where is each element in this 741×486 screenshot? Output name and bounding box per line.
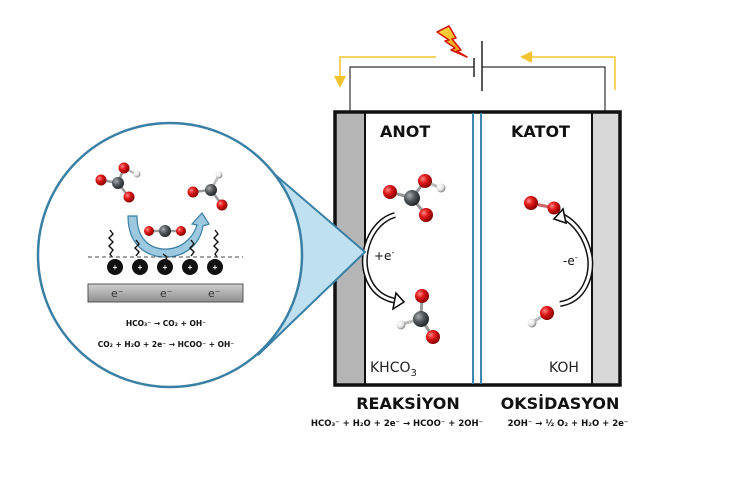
reaction-equation: HCO₃⁻ + H₂O + 2e⁻ → HCOO⁻ + 2OH⁻ <box>311 419 483 429</box>
callout-electron-label: e⁻ <box>208 287 221 300</box>
carbon-atom <box>413 311 429 327</box>
callout-bicarbonate-molecule <box>95 162 141 203</box>
svg-text:+: + <box>163 263 168 272</box>
oxygen-atom <box>547 201 561 215</box>
hydroxide-molecule <box>527 306 554 328</box>
carbon-atom <box>159 225 171 237</box>
oxygen-molecule <box>524 196 561 215</box>
oxygen-atom <box>415 289 429 303</box>
cathode-electrolyte-label: KOH <box>549 360 579 376</box>
oxygen-atom <box>123 191 135 203</box>
oxygen-atom <box>383 185 397 199</box>
cation-icon: + <box>107 259 123 275</box>
callout-equation-2: CO₂ + H₂O + 2e⁻ → HCOO⁻ + OH⁻ <box>98 340 235 349</box>
hydrogen-atom <box>396 320 406 330</box>
current-arrow-right <box>520 51 616 90</box>
cation-icon: + <box>132 259 148 275</box>
formate-molecule <box>396 289 440 344</box>
callout-curved-arrow <box>127 212 210 258</box>
cation-icon: + <box>157 259 173 275</box>
lightning-bolt-icon <box>436 25 468 58</box>
oxygen-atom <box>176 226 186 236</box>
svg-text:+: + <box>188 263 193 272</box>
hydrogen-atom <box>436 183 446 193</box>
callout-electron-label: e⁻ <box>111 287 124 300</box>
carbon-atom <box>205 184 217 196</box>
external-circuit <box>334 25 616 111</box>
oxygen-atom <box>524 196 538 210</box>
circuit-wire-left <box>349 66 474 111</box>
reaction-title: REAKSİYON <box>356 394 460 413</box>
oxygen-atom <box>118 162 130 174</box>
cation-icon: + <box>182 259 198 275</box>
callout-equation-1: HCO₃⁻ → CO₂ + OH⁻ <box>126 319 206 328</box>
cathode-label: KATOT <box>511 122 570 141</box>
oxygen-atom <box>419 208 433 222</box>
anode-electrolyte-label: KHCO3 <box>370 360 417 379</box>
oxygen-atom <box>418 174 432 188</box>
callout-co2-molecule <box>144 225 186 237</box>
callout-electrode-bar <box>87 283 244 303</box>
cathode-electron-arrow <box>552 207 594 307</box>
cation-icon: + <box>207 259 223 275</box>
svg-text:+: + <box>113 263 118 272</box>
current-arrow-left <box>334 56 436 88</box>
carbon-atom <box>404 190 420 206</box>
hydrogen-atom <box>133 170 141 178</box>
cation-row: + + + + + <box>107 259 223 275</box>
oxygen-atom <box>540 306 554 320</box>
cathode-electron-label: -e- <box>563 253 578 268</box>
svg-text:+: + <box>213 263 218 272</box>
svg-text:+: + <box>138 263 143 272</box>
anode-electron-label: +e- <box>374 248 394 263</box>
oxygen-atom <box>144 226 154 236</box>
anode-electron-arrow <box>361 212 406 311</box>
circuit-wire-right <box>482 66 606 111</box>
oxygen-atom <box>216 199 228 211</box>
carbon-atom <box>112 177 124 189</box>
bicarbonate-molecule <box>383 174 446 222</box>
oxygen-atom <box>95 174 107 186</box>
oxygen-atom <box>187 186 199 198</box>
callout-electron-label: e⁻ <box>160 287 173 300</box>
electrolysis-cell: ANOT KATOT +e- -e- <box>333 110 622 387</box>
hydrogen-atom <box>527 318 537 328</box>
cathode-plate <box>592 113 619 384</box>
hydrogen-atom <box>215 171 223 179</box>
callout-formate-molecule <box>187 171 228 211</box>
oxidation-title: OKSİDASYON <box>501 394 620 413</box>
oxygen-atom <box>426 330 440 344</box>
anode-label: ANOT <box>380 122 430 141</box>
oxidation-equation: 2OH⁻ → ½ O₂ + H₂O + 2e⁻ <box>508 418 629 429</box>
electrode-surface-callout: + + + + + e⁻ e⁻ e⁻ HCO₃⁻ → CO₂ + OH⁻ CO₂… <box>36 121 367 389</box>
